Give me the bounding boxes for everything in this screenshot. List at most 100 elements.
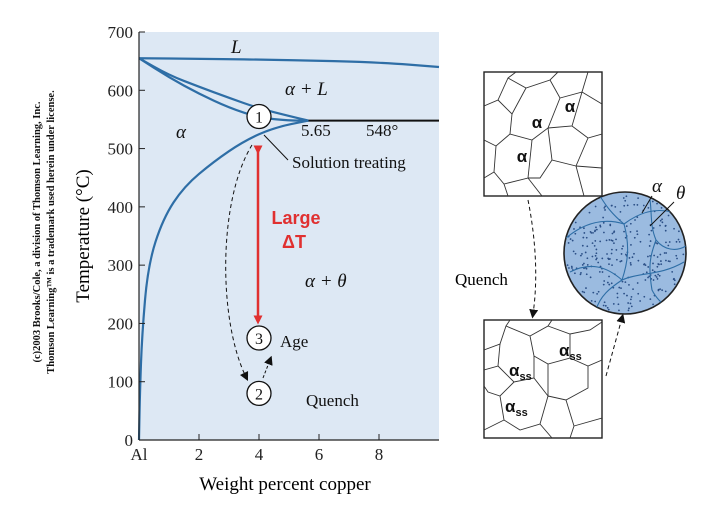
precipitate-dot bbox=[620, 253, 623, 255]
precipitate-dot bbox=[594, 254, 597, 257]
y-tick-label: 100 bbox=[108, 373, 134, 392]
precipitate-dot bbox=[657, 273, 660, 276]
precipitate-dot bbox=[573, 228, 575, 230]
precipitate-dot bbox=[664, 290, 667, 293]
precipitate-dot bbox=[586, 245, 589, 248]
precipitate-dot bbox=[591, 255, 594, 258]
precipitate-dot bbox=[648, 233, 651, 236]
precipitate-dot bbox=[633, 252, 635, 255]
precipitate-dot bbox=[623, 204, 626, 207]
precipitate-dot bbox=[607, 308, 610, 311]
process-point-label-2: 2 bbox=[255, 386, 263, 403]
precipitate-dot bbox=[628, 283, 630, 286]
micro-supersaturated: αss αss αss bbox=[483, 319, 603, 439]
precipitate-dot bbox=[657, 263, 660, 265]
top-grain-label-3: α bbox=[517, 147, 528, 166]
precipitate-dot bbox=[633, 236, 636, 239]
precipitate-dot bbox=[601, 271, 604, 273]
precipitate-dot bbox=[594, 205, 597, 208]
aged-microstructure-circle bbox=[563, 191, 687, 315]
precipitate-dot bbox=[667, 260, 670, 263]
precipitate-dot bbox=[649, 298, 652, 301]
precipitate-dot bbox=[581, 244, 584, 247]
eutectic-composition-label: 5.65 bbox=[301, 121, 331, 140]
precipitate-dot bbox=[659, 253, 662, 256]
precipitate-dot bbox=[660, 263, 663, 266]
precipitate-dot bbox=[615, 258, 618, 261]
precipitate-dot bbox=[663, 252, 666, 254]
precipitate-dot bbox=[627, 302, 630, 304]
y-tick-label: 600 bbox=[108, 81, 134, 100]
micro-quench-arrow bbox=[527, 199, 539, 319]
precipitate-dot bbox=[678, 230, 680, 233]
precipitate-dot bbox=[570, 265, 573, 268]
precipitate-dot bbox=[595, 258, 598, 261]
solution-treated-grain-boundaries bbox=[484, 72, 602, 196]
phase-boundary-2 bbox=[138, 57, 309, 122]
x-axis-label: Weight percent copper bbox=[199, 474, 371, 495]
alpha-label: α bbox=[176, 122, 187, 143]
precipitate-dot bbox=[665, 259, 667, 262]
precipitate-dot bbox=[639, 240, 642, 243]
precipitate-dot bbox=[630, 305, 633, 308]
precipitate-dot bbox=[580, 271, 582, 274]
svg-text:αss: αss bbox=[509, 361, 532, 383]
x-tick-label: 4 bbox=[255, 445, 264, 464]
precipitate-dot bbox=[647, 276, 649, 279]
precipitate-dot bbox=[656, 242, 659, 245]
eutectic-temperature-label: 548° bbox=[366, 121, 398, 140]
precipitate-dot bbox=[665, 252, 668, 254]
precipitate-dot bbox=[622, 245, 624, 248]
phase-boundaries bbox=[137, 57, 440, 441]
precipitate-dot bbox=[664, 224, 667, 227]
plot-area bbox=[139, 32, 439, 440]
micro-quench-label: Quench bbox=[455, 270, 508, 289]
precipitate-dot bbox=[611, 232, 614, 235]
large-label: Large bbox=[271, 208, 320, 228]
precipitate-dot bbox=[626, 294, 628, 297]
precipitate-dot bbox=[581, 290, 584, 293]
micro-aged: α θ bbox=[563, 176, 687, 315]
precipitate-dot bbox=[612, 303, 615, 305]
precipitate-dot bbox=[616, 296, 619, 299]
precipitate-dot bbox=[591, 242, 594, 245]
precipitate-dot bbox=[627, 309, 630, 312]
y-tick-label: 400 bbox=[108, 198, 134, 217]
precipitate-dot bbox=[665, 241, 667, 244]
precipitate-dot bbox=[581, 264, 584, 266]
precipitate-dot bbox=[618, 286, 621, 289]
solution-treating-leader bbox=[263, 134, 289, 161]
precipitate-dot bbox=[603, 301, 606, 304]
precipitate-dot bbox=[642, 204, 645, 207]
precipitate-dot bbox=[585, 267, 588, 270]
quench-path-arrow bbox=[225, 144, 253, 382]
precipitate-dot bbox=[647, 266, 650, 268]
precipitate-dot bbox=[649, 240, 652, 242]
precipitate-dot bbox=[621, 280, 624, 283]
age-path-arrow bbox=[262, 355, 273, 379]
precipitate-dot bbox=[583, 232, 586, 234]
precipitate-dot bbox=[625, 225, 628, 227]
precipitate-dot bbox=[571, 239, 574, 242]
precipitate-dot bbox=[607, 258, 610, 261]
precipitate-dot bbox=[661, 218, 663, 221]
precipitate-dot bbox=[668, 241, 671, 243]
precipitate-dot bbox=[614, 205, 617, 208]
precipitate-dot bbox=[585, 273, 588, 276]
precipitate-dot bbox=[623, 292, 625, 295]
alpha-plus-liquid-label: α + L bbox=[285, 79, 328, 100]
precipitate-dot bbox=[637, 292, 640, 295]
precipitate-dot bbox=[656, 278, 659, 280]
precipitate-dot bbox=[593, 244, 596, 247]
copyright-notice: (c)2003 Brooks/Cole, a division of Thoms… bbox=[32, 90, 57, 374]
precipitate-dot bbox=[621, 247, 623, 250]
precipitate-dot bbox=[604, 205, 607, 208]
precipitate-dot bbox=[610, 252, 613, 255]
precipitate-dot bbox=[637, 197, 640, 200]
precipitate-dot bbox=[628, 307, 630, 310]
alpha-leader bbox=[641, 195, 653, 214]
precipitate-dot bbox=[632, 288, 634, 291]
liquid-label: L bbox=[230, 37, 242, 58]
precipitate-dot bbox=[604, 304, 607, 307]
